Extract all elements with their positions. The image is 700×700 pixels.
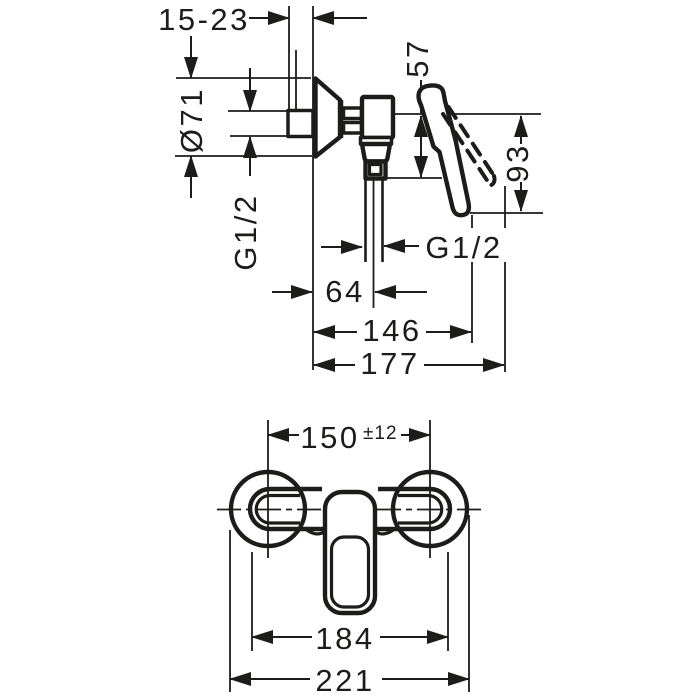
dim-outlet-thread: G1/2 xyxy=(321,230,502,265)
union-cap-left xyxy=(254,493,300,525)
dim-label-outlet-thread: G1/2 xyxy=(425,230,502,265)
escutcheon-side xyxy=(313,76,343,159)
lever-dashed-edge xyxy=(441,112,490,183)
dim-label-outlet-offset: 64 xyxy=(325,274,364,309)
side-extension-lines xyxy=(175,6,543,372)
dim-label-reach-lever: 146 xyxy=(362,313,421,348)
mixer-front-body xyxy=(228,469,470,616)
dim-escutcheon-diameter: Ø71 xyxy=(174,36,209,198)
mixer-side-body xyxy=(286,76,472,262)
dim-overall-width: 221 xyxy=(229,663,470,698)
dim-label-center-distance: 150 xyxy=(300,420,359,455)
dim-reach-lever: 146 xyxy=(313,313,472,348)
lever-dashed-position xyxy=(441,105,497,188)
bar-edge-mask xyxy=(322,483,378,494)
dim-label-top-to-outlet: 57 xyxy=(400,38,435,77)
dim-label-body-width: 184 xyxy=(315,621,374,656)
dim-outlet-offset: 64 xyxy=(272,274,427,309)
dim-reach-max: 177 xyxy=(313,346,505,381)
dim-body-width: 184 xyxy=(251,621,449,656)
outlet-port-inner xyxy=(367,162,383,177)
lever-dashed-tip xyxy=(484,174,497,188)
lever-handle-front xyxy=(322,489,378,616)
union-cap-right xyxy=(398,493,444,525)
cartridge-body xyxy=(359,94,396,141)
escutcheon-front-right xyxy=(390,469,470,549)
outlet-pipe xyxy=(364,179,384,262)
escutcheon-front-left xyxy=(228,469,308,549)
dim-label-wall-depth: 15-23 xyxy=(158,2,250,37)
lever-grip-face xyxy=(329,535,371,609)
dim-label-escutcheon-diameter: Ø71 xyxy=(174,87,209,153)
union-nut-top xyxy=(341,106,364,121)
union-nut-bottom xyxy=(341,120,364,135)
dim-label-center-tolerance: ±12 xyxy=(363,423,398,444)
dim-label-wall-thread: G1/2 xyxy=(228,193,263,270)
dim-center-distance: 150 ±12 xyxy=(267,420,431,455)
lever-handle-side xyxy=(416,83,472,218)
dim-wall-thread: G1/2 xyxy=(228,68,263,271)
side-view: 15-23 Ø71 G1/2 57 93 xyxy=(158,2,543,381)
dim-lever-height: 93 xyxy=(500,115,535,212)
dim-label-reach-max: 177 xyxy=(360,346,419,381)
outlet-cup xyxy=(359,141,393,164)
front-view: 150 ±12 184 221 xyxy=(217,420,483,698)
lever-dashed-edge xyxy=(446,105,496,177)
dim-label-overall-width: 221 xyxy=(315,663,374,698)
dim-label-lever-height: 93 xyxy=(500,143,535,182)
wall-nipple xyxy=(286,108,315,139)
dim-wall-depth: 15-23 xyxy=(158,2,367,37)
